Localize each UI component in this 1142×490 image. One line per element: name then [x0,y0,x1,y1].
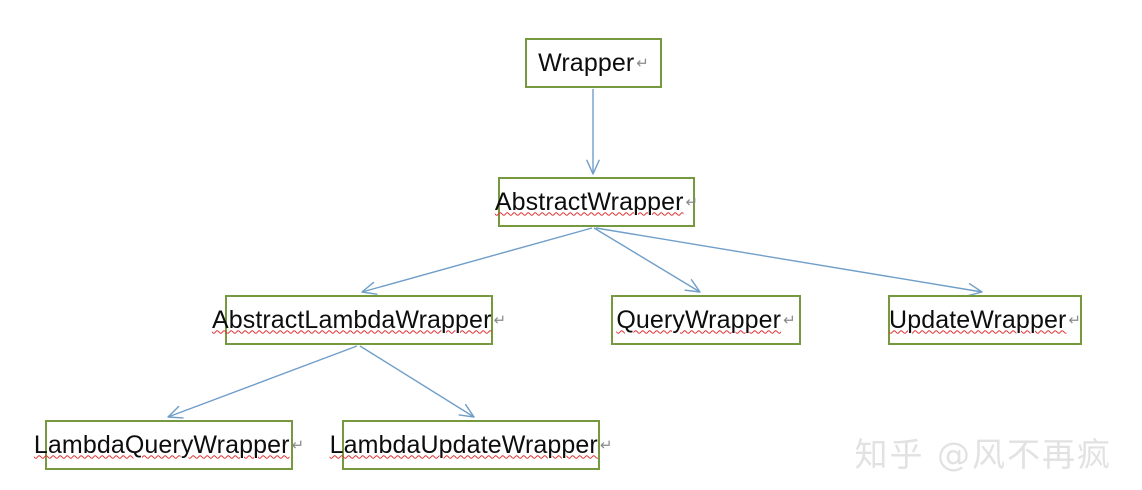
edge-arrowhead-icon [966,283,983,297]
node-abstract-wrapper[interactable]: AbstractWrapper↵ [494,177,698,227]
node-lambda-update-wrapper[interactable]: LambdaUpdateWrapper↵ [330,420,612,470]
node-lambda-query-wrapper[interactable]: LambdaQueryWrapper↵ [34,420,304,470]
node-label-abstract-lambda-wrapper: AbstractLambdaWrapper [211,305,492,334]
edges-group [167,89,983,419]
node-label-lambda-query-wrapper: LambdaQueryWrapper [33,430,290,459]
node-update-wrapper[interactable]: UpdateWrapper↵ [888,295,1082,345]
edge-arrowhead-icon [684,278,701,293]
paragraph-mark-icon: ↵ [783,312,796,329]
edge-line [359,345,475,418]
node-label-abstract-wrapper: AbstractWrapper [494,187,684,216]
node-label-query-wrapper: QueryWrapper [616,305,782,334]
paragraph-mark-icon: ↵ [493,312,507,329]
node-label-wrapper: Wrapper [538,48,635,77]
edge-line [593,227,701,293]
watermark: 知乎 @风不再疯 [854,435,1112,474]
edge-arrowhead-icon [458,403,475,418]
edge-line [595,227,983,293]
edge-abstract-wrapper-to-query-wrapper [593,227,701,293]
edge-line [167,345,358,418]
edge-wrapper-to-abstract-wrapper [586,89,600,175]
node-query-wrapper[interactable]: QueryWrapper↵ [611,295,801,345]
node-label-update-wrapper: UpdateWrapper [889,305,1067,334]
paragraph-mark-icon: ↵ [1068,312,1081,329]
edge-abstract-lambda-to-lambda-query [167,345,358,419]
node-abstract-lambda-wrapper[interactable]: AbstractLambdaWrapper↵ [212,295,506,345]
edge-arrowhead-icon [586,159,600,175]
edge-abstract-wrapper-to-update-wrapper [595,227,983,297]
node-label-lambda-update-wrapper: LambdaUpdateWrapper [329,430,598,459]
edge-abstract-lambda-to-lambda-update [359,345,475,418]
edge-arrowhead-icon [361,281,378,295]
paragraph-mark-icon: ↵ [636,55,649,72]
edge-line [361,227,593,293]
paragraph-mark-icon: ↵ [291,437,305,454]
paragraph-mark-icon: ↵ [685,194,699,211]
node-wrapper[interactable]: Wrapper↵ [525,38,662,88]
edge-abstract-wrapper-to-abstract-lambda [361,227,593,295]
paragraph-mark-icon: ↵ [599,437,613,454]
edge-arrowhead-icon [167,405,184,419]
